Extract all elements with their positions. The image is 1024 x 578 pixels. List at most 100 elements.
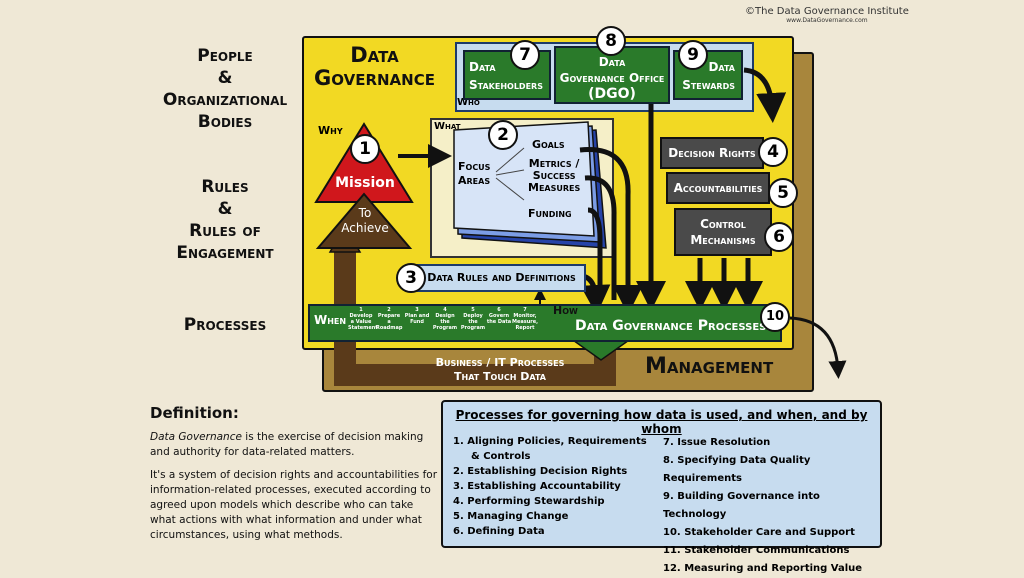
step-5-num: 5: [471, 307, 475, 313]
stewards-line-2: Stewards: [682, 78, 735, 92]
number-badge-10: 10: [760, 302, 790, 332]
rules-label: Rules & Rules of Engagement: [150, 176, 300, 264]
processes-list-title: Processes for governing how data is used…: [455, 408, 868, 436]
people-line-2: &: [217, 68, 233, 88]
step-3-num: 3: [415, 307, 419, 313]
number-badge-3: 3: [396, 263, 426, 293]
business-it-line-2: That Touch Data: [454, 370, 546, 383]
achieve-triangle: [315, 192, 413, 249]
focus-panel-front: [453, 121, 595, 237]
why-label: Why: [318, 124, 343, 137]
people-line-1: People: [197, 46, 253, 66]
process-bar: [308, 304, 782, 342]
focus-line-2: Areas: [458, 174, 491, 187]
process-item-12: 12. Measuring and Reporting Value: [663, 563, 863, 574]
definition-section: Definition: Data Governance is the exerc…: [150, 404, 442, 543]
decision-rights-box: Decision Rights: [660, 137, 764, 169]
goals-item: Goals: [532, 138, 565, 151]
people-line-3: Organizational: [162, 90, 288, 110]
number-badge-7: 7: [510, 40, 540, 70]
processes-list-left: 1. Aligning Policies, Requirements & Con…: [453, 434, 647, 539]
process-item-9: 9. Building Governance into Technology: [663, 491, 820, 520]
rules-line-3: Rules of: [189, 221, 261, 241]
number-badge-4: 4: [758, 137, 788, 167]
process-item-5: 5. Managing Change: [453, 511, 569, 522]
number-badge-8: 8: [596, 26, 626, 56]
process-item-10: 10. Stakeholder Care and Support: [663, 527, 855, 538]
number-badge-6: 6: [764, 222, 794, 252]
definition-p2: It's a system of decision rights and acc…: [150, 469, 438, 541]
stewards-line-1: Data: [708, 60, 735, 74]
rules-line-4: Engagement: [176, 243, 274, 263]
metrics-item: Metrics / Success Measures: [528, 158, 580, 194]
control-mechanisms-box: Control Mechanisms: [674, 208, 772, 256]
step-2-text: Prepare a Roadmap: [376, 313, 403, 331]
processes-list-right: 7. Issue Resolution 8. Specifying Data Q…: [663, 434, 880, 578]
number-badge-2: 2: [488, 120, 518, 150]
business-it-line-1: Business / IT Processes: [435, 356, 565, 369]
definition-p1-rest: is the exercise of decision making and a…: [150, 431, 424, 458]
people-line-4: Bodies: [197, 112, 253, 132]
step-7-text: Monitor, Measure, Report: [512, 313, 539, 331]
process-item-1b: & Controls: [471, 451, 531, 462]
step-4-text: Design the Program: [432, 313, 458, 331]
process-item-4: 4. Performing Stewardship: [453, 496, 605, 507]
number-badge-1: 1: [350, 134, 380, 164]
definition-heading: Definition:: [150, 404, 239, 422]
step-6-text: Govern the Data: [486, 313, 512, 325]
main-title-line-2: Governance: [314, 66, 435, 90]
how-label: How: [553, 304, 578, 317]
step-1-num: 1: [359, 307, 363, 313]
management-label: Management: [645, 354, 774, 379]
step-5-text: Deploy the Program: [460, 313, 486, 331]
focus-line-1: Focus: [458, 160, 491, 173]
step-1-text: Develop a Value Statement: [348, 313, 378, 331]
metrics-line-1: Metrics /: [528, 157, 580, 170]
step-3-text: Plan and Fund: [404, 313, 430, 325]
processes-label: Processes: [183, 315, 267, 335]
stakeholders-line-1: Data: [469, 60, 496, 74]
definition-p1: Data Governance is the exercise of decis…: [150, 430, 442, 460]
control-line-1: Control: [700, 217, 746, 231]
funding-item: Funding: [528, 207, 572, 220]
definition-term: Data Governance: [150, 431, 242, 443]
rules-line-2: &: [217, 199, 233, 219]
rules-line-1: Rules: [201, 177, 249, 197]
process-item-1: 1. Aligning Policies, Requirements: [453, 436, 647, 447]
to-achieve-line-1: To: [358, 206, 372, 220]
business-it-label: Business / IT Processes That Touch Data: [420, 356, 580, 384]
when-label: When: [314, 313, 347, 327]
dg-processes-label: Data Governance Processes: [575, 318, 767, 334]
copyright-url: www.DataGovernance.com: [786, 17, 868, 24]
data-rules-box: Data Rules and Definitions: [417, 264, 586, 292]
dgo-line-1: Data: [598, 55, 626, 69]
accountabilities-box: Accountabilities: [666, 172, 770, 204]
focus-areas-label: Focus Areas: [458, 160, 490, 188]
processes-list-box: Processes for governing how data is used…: [441, 400, 882, 574]
step-4-num: 4: [443, 307, 447, 313]
process-item-7: 7. Issue Resolution: [663, 437, 771, 448]
metrics-line-2: Success: [532, 169, 576, 182]
stakeholders-line-2: Stakeholders: [469, 78, 543, 92]
dgo-line-2: Governance Office: [559, 71, 665, 85]
step-6-num: 6: [497, 307, 501, 313]
main-title: Data Governance: [312, 44, 437, 90]
people-label: People & Organizational Bodies: [150, 45, 300, 133]
process-item-8: 8. Specifying Data Quality Requirements: [663, 455, 811, 484]
copyright-text: ©The Data Governance Institute: [745, 6, 909, 17]
process-item-2: 2. Establishing Decision Rights: [453, 466, 628, 477]
copyright: ©The Data Governance Institute www.DataG…: [745, 6, 909, 24]
who-label: Who: [457, 97, 480, 108]
process-item-3: 3. Establishing Accountability: [453, 481, 621, 492]
main-title-line-1: Data: [350, 43, 399, 67]
to-achieve-line-2: Achieve: [341, 221, 389, 235]
control-line-2: Mechanisms: [690, 233, 756, 247]
what-label: What: [434, 121, 461, 132]
